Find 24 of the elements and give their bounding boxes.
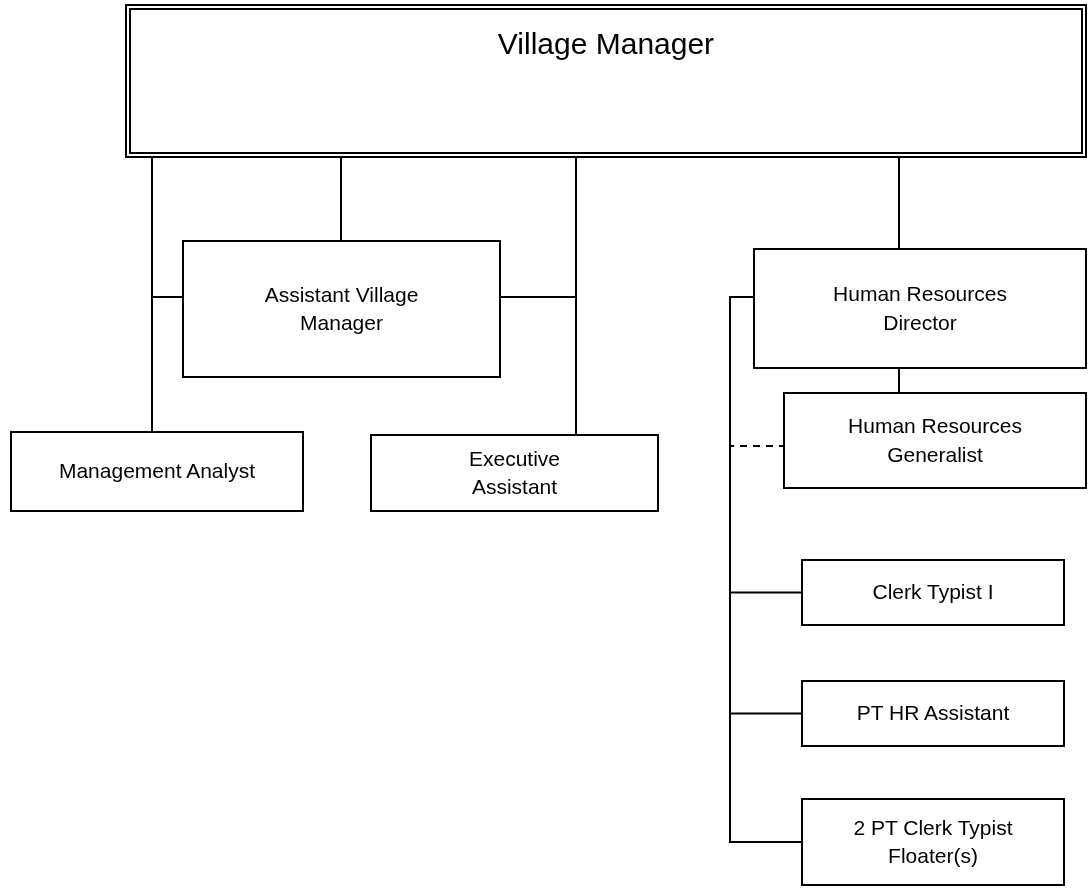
top-position-box [125, 4, 1087, 158]
position-box [370, 434, 659, 512]
connector-line [898, 157, 900, 249]
connector-line [500, 296, 577, 435]
position-box [801, 559, 1065, 626]
position-title: Village Manager [497, 26, 715, 62]
position-box [10, 431, 304, 512]
position-box [801, 680, 1065, 747]
position-title: Assistant Village Manager [263, 281, 420, 336]
position-box [801, 798, 1065, 886]
position-title: Clerk Typist I [872, 579, 994, 606]
connector-line [729, 296, 802, 843]
position-box [783, 392, 1087, 489]
position-box [182, 240, 501, 378]
position-title: Executive Assistant [467, 445, 561, 500]
position-title: 2 PT Clerk Typist Floater(s) [852, 814, 1014, 869]
connector-line [340, 157, 342, 241]
position-title: Human Resources Director [832, 281, 1008, 336]
connector-line [898, 368, 900, 393]
position-title: Human Resources Generalist [847, 413, 1023, 468]
position-title: Management Analyst [58, 458, 256, 485]
connector-line [151, 296, 183, 432]
position-box [753, 248, 1087, 369]
position-title: PT HR Assistant [856, 700, 1010, 727]
